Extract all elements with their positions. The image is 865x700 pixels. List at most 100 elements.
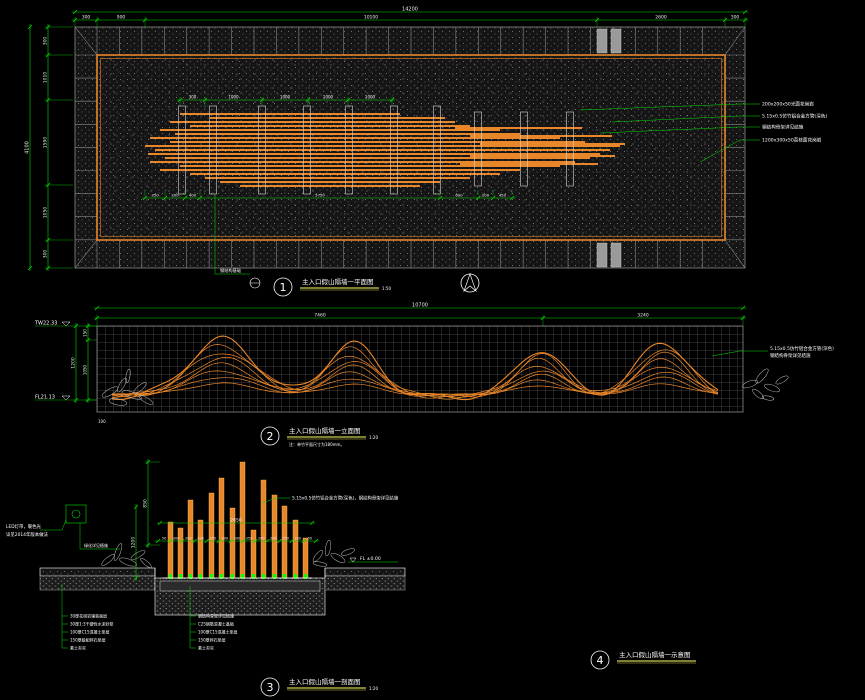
elevation-plant-leaf — [133, 382, 147, 394]
steel-post — [474, 111, 482, 187]
layer-note-left: 100厚C15混凝土垫层 — [70, 629, 110, 635]
plan-dim-top-label: 10100 — [364, 15, 378, 21]
drawing-scale: 1:20 — [369, 686, 378, 691]
sect-dim-bars-label: 50 — [308, 537, 312, 541]
led-uplight — [283, 574, 286, 579]
planting-note: 绿化详见植施 — [84, 542, 108, 548]
sect-dim-left-tick — [133, 575, 139, 581]
plan-dim-left-overall-tick — [27, 24, 33, 30]
plan-dim-overall-tick — [742, 9, 748, 15]
sect-dim-bars-tick — [277, 538, 282, 544]
sect-dim-bars-tick — [216, 538, 222, 544]
sect-dim-bars-tick — [289, 538, 294, 544]
elevation-plant-leaf — [775, 375, 789, 385]
layer-note-center: C25钢筋混凝土基础 — [198, 621, 234, 627]
planting-note-leader — [79, 523, 120, 550]
light-fixture-block — [610, 28, 622, 54]
led-uplight — [199, 574, 202, 579]
mountain-ridge-line — [111, 382, 719, 396]
section-plant-leaf — [341, 548, 355, 556]
bamboo-bar — [302, 537, 309, 579]
elevation-grid-wall — [96, 325, 744, 413]
mountain-ridge-line — [111, 356, 719, 398]
title-number-circle — [260, 677, 280, 697]
layer-note-left: 30厚花岗岩铺装面层 — [70, 613, 107, 619]
bamboo-bar — [218, 477, 225, 579]
plan-note: 5.15x0.5仿竹铝合金方管(深色) — [762, 113, 827, 120]
corner-mitre-line — [74, 239, 98, 269]
plan-dim-inner-top-label: 1000 — [228, 95, 239, 100]
sect-dim-bars-tick — [240, 538, 246, 544]
elev-note-leader — [711, 350, 768, 357]
plan-dim-inner-top-label: 1000 — [280, 95, 291, 100]
plan-dim-top-label: 2600 — [655, 15, 667, 21]
field-inner-edge — [100, 58, 722, 237]
section-plant-leaf — [119, 557, 137, 567]
sect-dim-bars-tick — [228, 538, 234, 544]
sect-dim-width-tick — [157, 520, 163, 526]
plan-dim-inner-bottom-label: 350 — [151, 193, 159, 198]
sect-dim-bars-label: 200 — [222, 537, 228, 541]
sect-level-icon — [349, 557, 357, 563]
corner-mitre-line — [724, 239, 746, 269]
plan-note-leader — [599, 126, 760, 134]
sect-dim-bars-tick — [192, 538, 197, 544]
plan-dim-top-label: 300 — [82, 15, 91, 21]
sect-dim-bars-label: 250 — [209, 537, 215, 541]
sect-dim-bars-label: 200 — [270, 537, 276, 541]
plan-note-leader — [579, 103, 760, 111]
plan-dim-inner-bottom-tick — [490, 195, 496, 201]
section-plant-leaf — [312, 550, 324, 562]
plan-note-leader — [699, 139, 760, 163]
led-uplight — [179, 574, 182, 579]
elev-dim-overall-tick — [740, 305, 746, 311]
layer-note-left: 30厚1:3干硬性水泥砂浆 — [70, 621, 114, 627]
lamp-note: LED灯带，暖色光 — [6, 523, 42, 530]
plan-dim-inner-bottom-tick — [475, 195, 481, 201]
title-number: 2 — [267, 430, 274, 443]
led-uplight — [304, 574, 307, 579]
drawing-scale: 1:50 — [382, 286, 391, 291]
section-base-left — [39, 575, 156, 591]
steel-post — [303, 105, 311, 195]
led-uplight — [189, 574, 192, 579]
elev-dim-top-label: 3240 — [637, 313, 649, 319]
layer-note-center: 钢结构骨架详见结施 — [198, 613, 234, 619]
sect-dim-bars-label: 250 — [282, 537, 288, 541]
plan-dim-left-overall-label: 4100 — [25, 141, 31, 154]
plan-dim-inner-bottom-tick — [197, 195, 203, 201]
plan-note: 200x200x50光面花岗岩 — [762, 101, 814, 108]
sect-dim-bars-label: 200 — [234, 537, 240, 541]
elevation-plant-leaf — [761, 395, 775, 401]
bamboo-bar — [177, 527, 184, 579]
sect-dim-bars-tick — [204, 538, 209, 544]
sect-dim-bars-tick — [252, 538, 258, 544]
plan-dim-inner-bottom-tick — [509, 195, 515, 201]
plan-dim-left-label: 1590 — [43, 137, 49, 149]
elevation-plant-leaf — [764, 383, 780, 393]
section-plant-leaf — [324, 539, 332, 557]
level-marker-icon — [61, 395, 71, 401]
title-number-circle — [590, 650, 610, 670]
layer-note-center: 素土夯实 — [198, 645, 214, 651]
sect-dim-bars-label: 200 — [197, 537, 203, 541]
led-uplight — [169, 574, 172, 579]
level-label: TW22.33 — [34, 321, 57, 327]
sect-dim-width-label: 2650 — [230, 518, 242, 524]
steel-post — [178, 105, 186, 195]
led-uplight — [294, 574, 297, 579]
plan-dim-inner-bottom-tick — [142, 195, 148, 201]
section-plant-leaf — [140, 557, 152, 569]
sect-dim-bars-label: 200 — [258, 537, 264, 541]
elev-dim-bottom-label: 100 — [98, 419, 106, 424]
light-fixture-block — [596, 28, 608, 54]
elev-remark: 注：单竹平面尺寸为180mm。 — [289, 441, 344, 447]
led-uplight — [262, 574, 265, 579]
drawing-title: 主入口假山隔墙一立面图 — [289, 426, 361, 435]
elevation-plant-leaf — [742, 379, 758, 389]
planting-field — [96, 54, 726, 241]
light-fixture-block — [610, 242, 622, 268]
elev-dim-left-overall-label: 1200 — [71, 357, 77, 369]
elevation-plant-leaf — [117, 377, 127, 393]
section-plant-leaf — [101, 554, 115, 566]
